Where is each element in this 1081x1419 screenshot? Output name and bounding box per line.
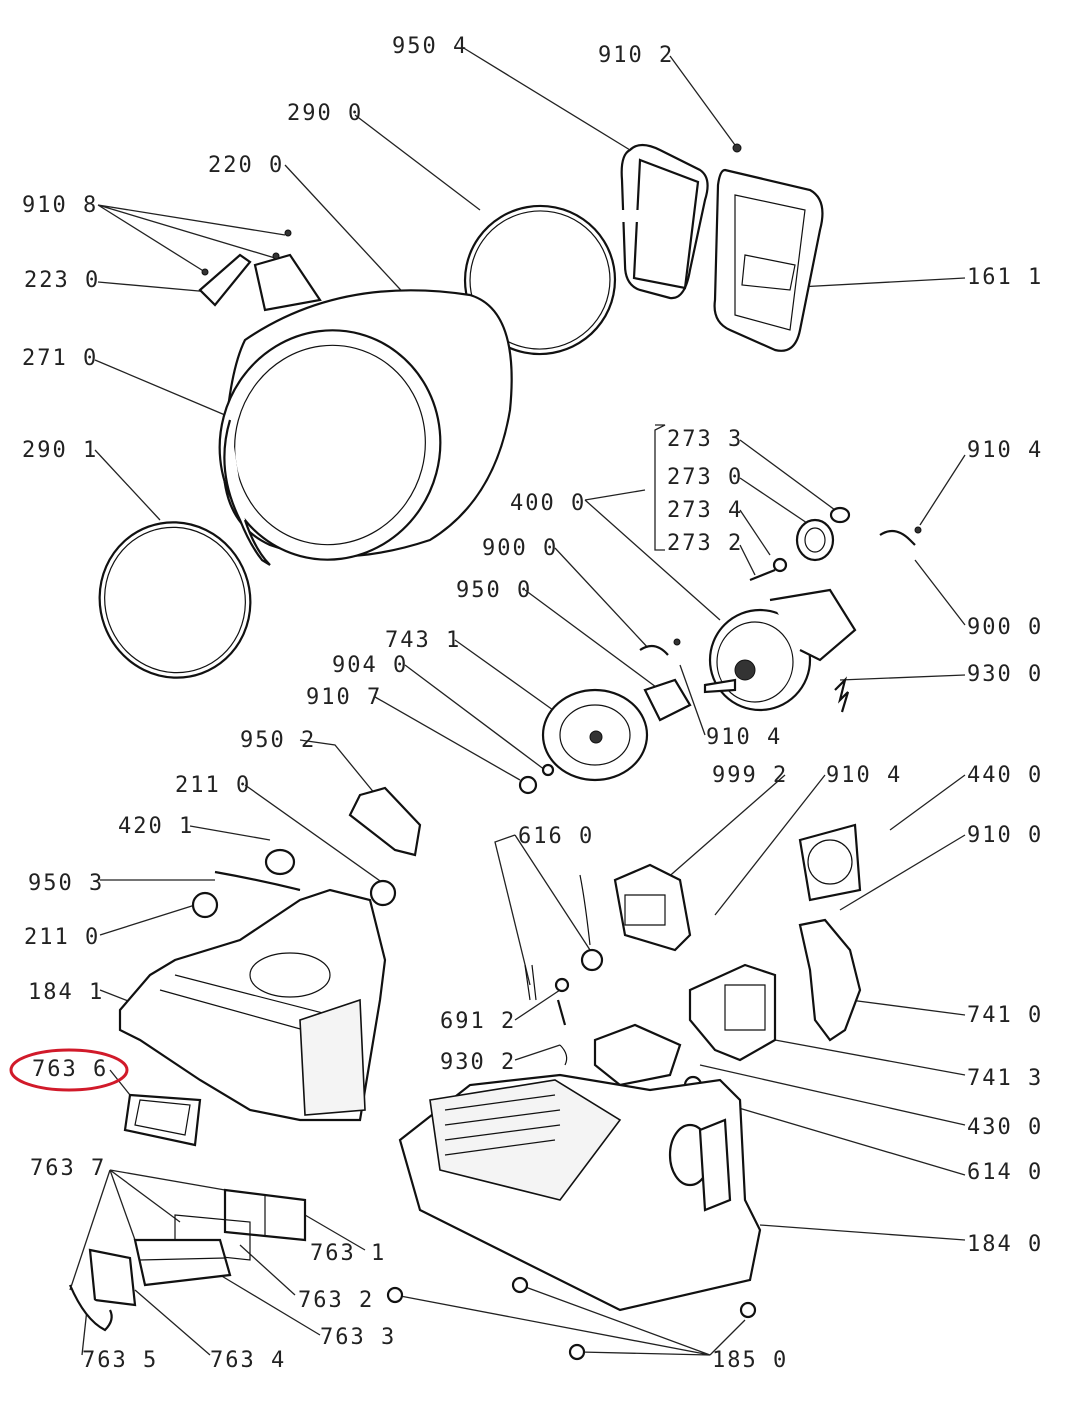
- highlight-ellipse: [9, 1048, 129, 1092]
- part-label-691-2[interactable]: 691 2: [440, 1009, 517, 1034]
- part-label-910-0[interactable]: 910 0: [967, 823, 1044, 848]
- part-label-430-0[interactable]: 430 0: [967, 1115, 1044, 1140]
- part-label-950-2[interactable]: 950 2: [240, 728, 317, 753]
- part-label-763-2[interactable]: 763 2: [298, 1288, 375, 1313]
- part-label-400-0[interactable]: 400 0: [510, 491, 587, 516]
- part-label-930-2[interactable]: 930 2: [440, 1050, 517, 1075]
- part-label-184-1[interactable]: 184 1: [28, 980, 105, 1005]
- part-label-900-0-left[interactable]: 900 0: [482, 536, 559, 561]
- part-label-910-4-low[interactable]: 910 4: [826, 763, 903, 788]
- part-label-910-4-top[interactable]: 910 4: [967, 438, 1044, 463]
- part-label-910-4-mid[interactable]: 910 4: [706, 725, 783, 750]
- part-label-223-0[interactable]: 223 0: [24, 268, 101, 293]
- part-label-273-2[interactable]: 273 2: [667, 531, 744, 556]
- part-label-273-4[interactable]: 273 4: [667, 498, 744, 523]
- part-label-900-0-right[interactable]: 900 0: [967, 615, 1044, 640]
- part-label-185-0[interactable]: 185 0: [712, 1348, 789, 1373]
- part-label-440-0[interactable]: 440 0: [967, 763, 1044, 788]
- part-label-290-1[interactable]: 290 1: [22, 438, 99, 463]
- part-label-271-0[interactable]: 271 0: [22, 346, 99, 371]
- part-label-614-0[interactable]: 614 0: [967, 1160, 1044, 1185]
- part-label-743-1[interactable]: 743 1: [385, 628, 462, 653]
- part-label-616-0[interactable]: 616 0: [518, 824, 595, 849]
- part-label-741-0[interactable]: 741 0: [967, 1003, 1044, 1028]
- part-label-290-0[interactable]: 290 0: [287, 101, 364, 126]
- part-label-999-2[interactable]: 999 2: [712, 763, 789, 788]
- part-label-904-0[interactable]: 904 0: [332, 653, 409, 678]
- part-label-910-7[interactable]: 910 7: [306, 685, 383, 710]
- part-label-211-0-bottom[interactable]: 211 0: [24, 925, 101, 950]
- part-label-763-5[interactable]: 763 5: [82, 1348, 159, 1373]
- part-label-930-0[interactable]: 930 0: [967, 662, 1044, 687]
- part-label-763-1[interactable]: 763 1: [310, 1241, 387, 1266]
- part-label-273-3[interactable]: 273 3: [667, 427, 744, 452]
- part-label-950-0[interactable]: 950 0: [456, 578, 533, 603]
- part-label-763-6[interactable]: 763 6: [32, 1057, 109, 1082]
- part-label-741-3[interactable]: 741 3: [967, 1066, 1044, 1091]
- part-label-910-2[interactable]: 910 2: [598, 43, 675, 68]
- parts: [9, 143, 922, 1361]
- part-label-950-4[interactable]: 950 4: [392, 34, 469, 59]
- part-label-273-0[interactable]: 273 0: [667, 465, 744, 490]
- part-label-763-3[interactable]: 763 3: [320, 1325, 397, 1350]
- part-label-161-1[interactable]: 161 1: [967, 265, 1044, 290]
- part-label-420-1[interactable]: 420 1: [118, 814, 195, 839]
- part-label-220-0[interactable]: 220 0: [208, 153, 285, 178]
- part-label-211-0-top[interactable]: 211 0: [175, 773, 252, 798]
- part-label-910-8[interactable]: 910 8: [22, 193, 99, 218]
- part-label-763-4[interactable]: 763 4: [210, 1348, 287, 1373]
- part-label-950-3[interactable]: 950 3: [28, 871, 105, 896]
- part-label-184-0[interactable]: 184 0: [967, 1232, 1044, 1257]
- part-label-763-7[interactable]: 763 7: [30, 1156, 107, 1181]
